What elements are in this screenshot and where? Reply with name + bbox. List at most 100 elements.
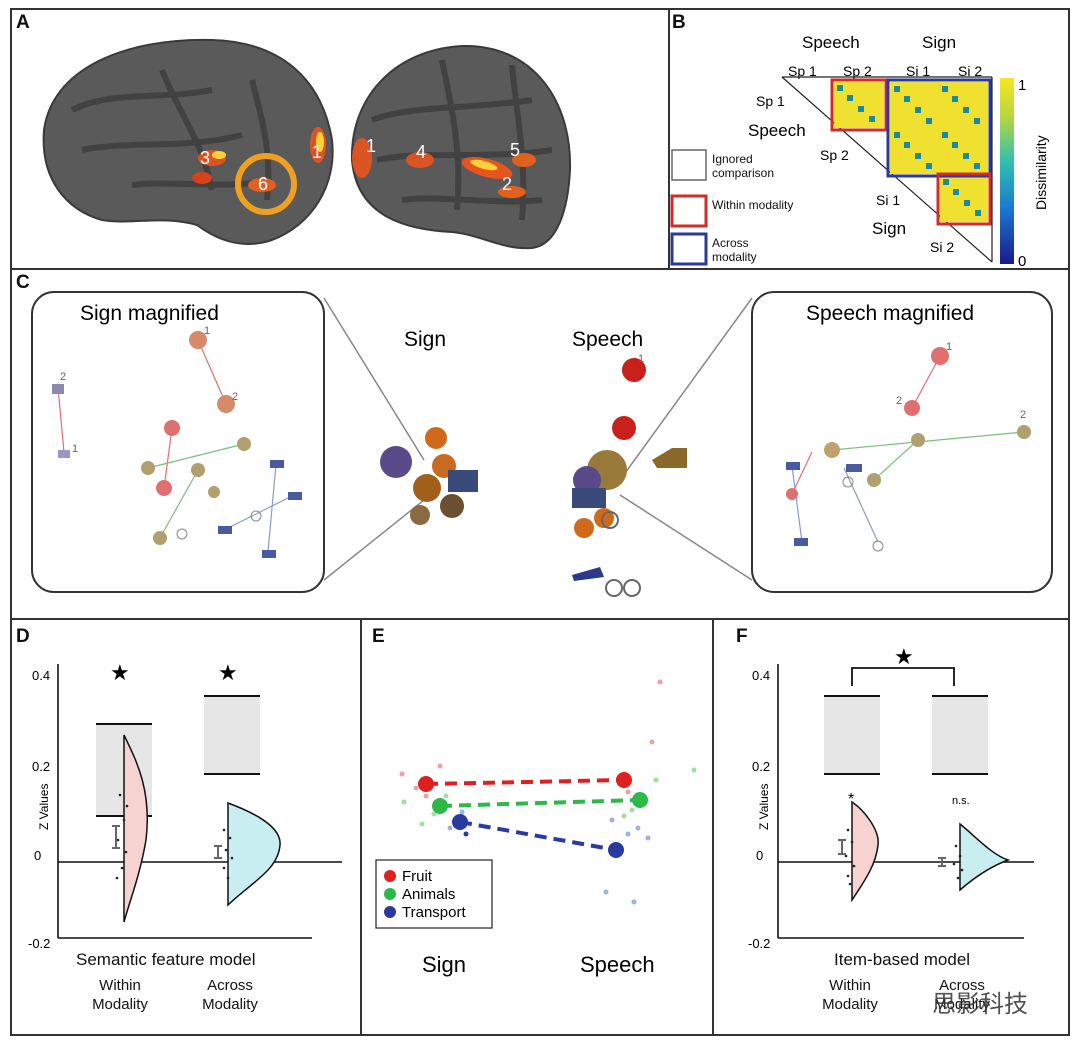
sign-label: Sign: [404, 328, 446, 351]
legend-label-animals: Animals: [402, 886, 455, 903]
significance-star-across: ★: [218, 660, 238, 685]
noise-ceiling-across: [204, 696, 260, 774]
col-label: Si 1: [906, 63, 930, 79]
y-tick: 0.4: [32, 668, 50, 683]
group-label-speech: Speech: [802, 33, 860, 52]
panel-c-label: C: [16, 272, 30, 293]
violin-within: [851, 800, 879, 903]
point-animals-sign: [432, 798, 448, 814]
sign-cluster: [380, 427, 478, 525]
group-label-across: Across Modality: [202, 977, 258, 1013]
sign-magnified-box: [31, 291, 325, 593]
speech-label: Speech: [572, 328, 643, 351]
speech-magnified-title: Speech magnified: [806, 302, 974, 325]
colorbar-label: Dissimilarity: [1033, 135, 1049, 210]
speech-magnified-box: [751, 291, 1053, 593]
panel-d-label: D: [16, 626, 30, 647]
legend-label-transport: Transport: [402, 904, 466, 921]
legend-swatch-fruit: [384, 870, 396, 882]
col-label: Sp 1: [788, 63, 817, 79]
brain-surfaces: 3 6 1 1 4 5 2: [42, 38, 572, 250]
ns-label: n.s.: [952, 795, 970, 807]
y-tick: 0.4: [752, 668, 770, 683]
group-label-across: Across Modality: [934, 977, 990, 1013]
rdm-blocks: [830, 78, 992, 226]
legend-swatch-animals: [384, 888, 396, 900]
model-label: Semantic feature model: [76, 950, 256, 969]
panel-d-chart: 0.4 0.2 0 -0.2 Z Values ★ ★: [28, 660, 342, 951]
point-label: 2: [60, 371, 66, 383]
panel-e-chart: Fruit Animals Transport Sign Speech: [375, 679, 697, 977]
panel-f-chart: 0.4 0.2 0 -0.2 Z Values ★ * n.s.: [748, 644, 1034, 951]
panel-c: C: [10, 268, 1070, 620]
region-label: 2: [502, 174, 512, 194]
legend-swatch-transport: [384, 906, 396, 918]
speech-cluster: [572, 358, 687, 597]
row-label: Si 2: [930, 239, 954, 255]
model-label: Item-based model: [834, 950, 971, 969]
point-label: 1: [638, 353, 644, 365]
panel-e: E Fruit Animals Transport Sign Speech: [360, 618, 714, 1036]
y-axis-label: Z Values: [757, 784, 771, 830]
sign-magnified-title: Sign magnified: [80, 302, 219, 325]
panel-f-label: F: [736, 626, 748, 647]
violin-across: [959, 822, 1011, 892]
significance-star-within: ★: [110, 660, 130, 685]
legend-across: Across modality: [712, 236, 757, 264]
colorbar-min: 0: [1018, 253, 1026, 268]
noise-ceiling-within: [824, 696, 880, 774]
panel-b-label: B: [672, 12, 686, 33]
row-label: Sp 2: [820, 147, 849, 163]
speech-magnified-points: [786, 347, 1031, 552]
point-transport-speech: [608, 842, 624, 858]
point-transport-sign: [452, 814, 468, 830]
group-label-sign: Sign: [922, 33, 956, 52]
region-label: 3: [200, 148, 210, 168]
legend-ignored: Ignored comparison: [712, 152, 775, 180]
colorbar: [1000, 78, 1014, 264]
sign-magnified-points: [52, 331, 302, 558]
point-label: 2: [1020, 409, 1026, 421]
legend-box: [375, 859, 493, 929]
row-label: Sp 1: [756, 93, 785, 109]
x-label-speech: Speech: [580, 952, 655, 977]
violin-across: [227, 801, 281, 907]
colorbar-max: 1: [1018, 77, 1026, 94]
significance-star-bracket: ★: [894, 644, 914, 669]
small-significance-star: *: [848, 791, 854, 808]
point-label: 1: [204, 325, 210, 337]
noise-ceiling-across: [932, 696, 988, 774]
panel-d: D 0.4 0.2 0 -0.2 Z Values ★ ★ Semantic f…: [10, 618, 362, 1036]
col-label: Si 2: [958, 63, 982, 79]
region-label: 4: [416, 142, 426, 162]
group-label-within: Within Modality: [92, 977, 148, 1013]
legend-within: Within modality: [712, 198, 794, 212]
point-animals-speech: [632, 792, 648, 808]
region-label: 1: [312, 142, 322, 162]
watermark: 思影科技: [932, 991, 1028, 1018]
panel-b: B Speech Sign Sp 1 Sp 2 Si 1 Si 2 Sp 1 S…: [668, 8, 1070, 270]
col-label: Sp 2: [843, 63, 872, 79]
scatter-points: [399, 679, 697, 905]
mds-figure: Sign magnified Speech magnified Sign Spe…: [31, 291, 1053, 597]
point-label: 1: [72, 443, 78, 455]
point-fruit-sign: [418, 776, 434, 792]
panel-a: A 3 6 1 1 4 5 2: [10, 8, 670, 270]
y-tick: -0.2: [28, 936, 50, 951]
panel-e-label: E: [372, 626, 385, 647]
point-fruit-speech: [616, 772, 632, 788]
y-tick: 0: [34, 848, 41, 863]
y-tick: 0.2: [752, 759, 770, 774]
series-line-transport: [459, 820, 617, 852]
point-label: 1: [946, 341, 952, 353]
row-group-sign: Sign: [872, 219, 906, 238]
region-label: 6: [258, 174, 268, 194]
point-label: 2: [232, 391, 238, 403]
region-label: 1: [366, 136, 376, 156]
violin-within: [123, 734, 148, 923]
row-label: Si 1: [876, 192, 900, 208]
panel-f: F 0.4 0.2 0 -0.2 Z Values ★ * n.s. Item-…: [712, 618, 1070, 1036]
x-label-sign: Sign: [422, 952, 466, 977]
y-axis-label: Z Values: [37, 784, 51, 830]
series-line-animals: [439, 798, 641, 808]
